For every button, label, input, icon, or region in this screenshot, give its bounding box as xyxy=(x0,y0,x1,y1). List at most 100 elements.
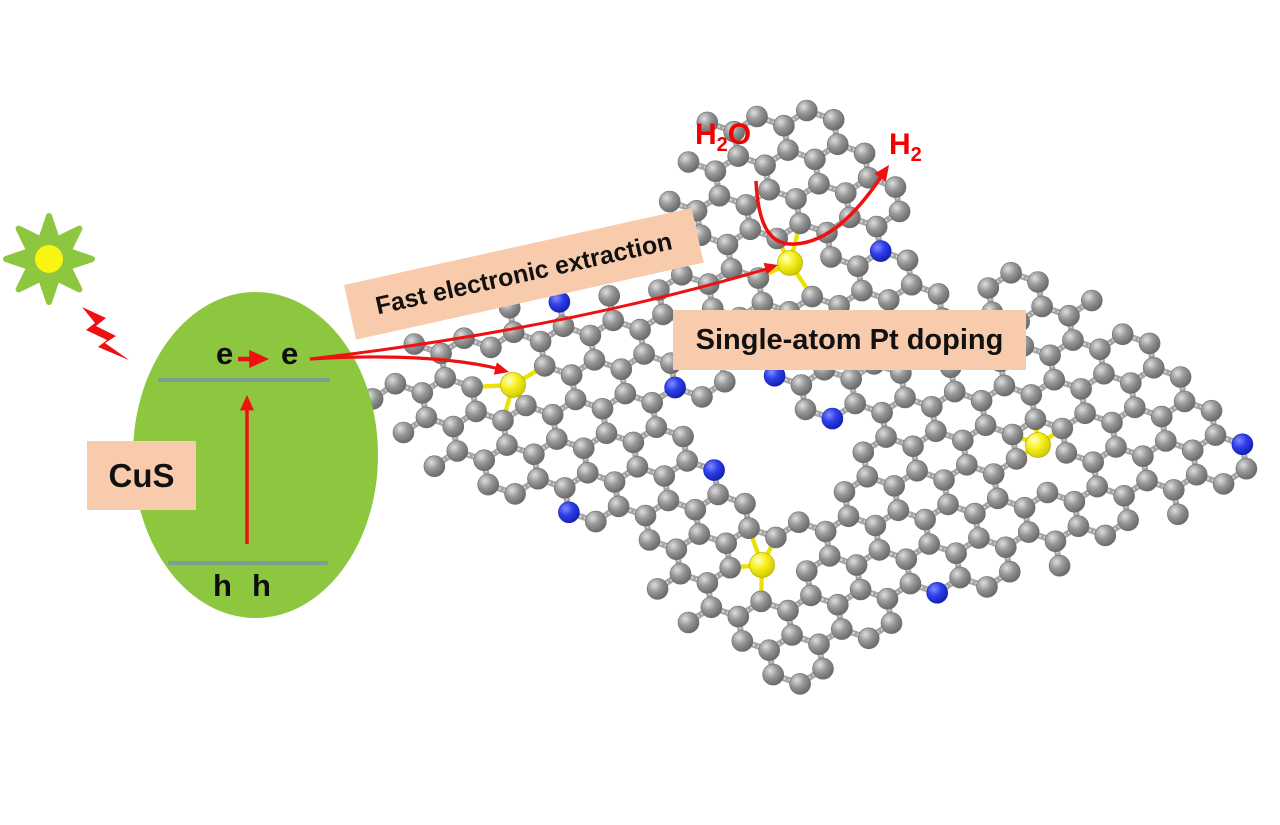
carbon-atom xyxy=(852,441,875,464)
carbon-atom xyxy=(1136,469,1158,492)
carbon-atom xyxy=(804,148,826,171)
carbon-atom xyxy=(918,533,941,555)
carbon-atom xyxy=(781,624,803,646)
carbon-atom xyxy=(844,392,867,415)
carbon-atom xyxy=(1044,530,1067,553)
carbon-atom xyxy=(1181,439,1204,462)
carbon-atom xyxy=(920,395,943,418)
carbon-atom xyxy=(434,366,457,389)
carbon-atom xyxy=(629,318,651,341)
carbon-atom xyxy=(906,459,928,482)
carbon-atom xyxy=(564,388,587,411)
carbon-atom xyxy=(1235,457,1258,480)
carbon-atom xyxy=(777,599,799,622)
carbon-atom xyxy=(1093,362,1115,385)
carbon-atom xyxy=(902,435,924,458)
carbon-atom xyxy=(1163,479,1185,501)
carbon-atom xyxy=(442,415,465,438)
carbon-atom xyxy=(552,315,575,338)
carbon-atom xyxy=(883,475,906,497)
carbon-atom xyxy=(833,481,856,503)
carbon-atom xyxy=(968,527,990,549)
carbon-atom xyxy=(492,409,514,432)
carbon-atom xyxy=(1200,399,1223,422)
carbon-atom xyxy=(1113,484,1135,507)
carbon-atom xyxy=(1055,442,1078,464)
carbon-atom xyxy=(964,502,986,525)
carbon-atom xyxy=(871,401,893,424)
carbon-atom xyxy=(665,538,688,561)
carbon-atom xyxy=(553,477,576,499)
carbon-atom xyxy=(849,578,872,601)
carbon-atom xyxy=(696,111,719,134)
carbon-atom xyxy=(974,414,997,437)
carbon-atom xyxy=(704,160,727,182)
carbon-atom xyxy=(900,273,923,296)
carbon-atom xyxy=(754,154,776,177)
carbon-atom xyxy=(1094,524,1117,547)
carbon-atom xyxy=(787,511,810,534)
pt-doping-label: Single-atom Pt doping xyxy=(673,310,1026,370)
carbon-atom xyxy=(884,176,907,198)
nitrogen-atom xyxy=(926,581,949,604)
carbon-atom xyxy=(875,426,897,448)
carbon-atom xyxy=(735,194,758,216)
carbon-atom xyxy=(461,376,483,398)
h2-label: H2 xyxy=(889,130,922,166)
nitrogen-atom xyxy=(664,376,686,399)
carbon-atom xyxy=(602,309,625,332)
nitrogen-atom xyxy=(869,240,892,262)
carbon-atom xyxy=(856,465,879,488)
carbon-atom xyxy=(826,133,849,155)
carbon-atom xyxy=(857,167,880,189)
carbon-atom xyxy=(591,397,614,420)
carbon-atom xyxy=(641,391,664,414)
carbon-atom xyxy=(826,593,849,616)
carbon-atom xyxy=(583,349,606,371)
carbon-atom xyxy=(1185,463,1208,486)
carbon-atom xyxy=(1036,481,1059,504)
carbon-atom xyxy=(834,182,857,204)
nitrogen-atom xyxy=(1231,433,1254,456)
carbon-atom xyxy=(734,492,756,515)
pt-atom xyxy=(1025,432,1051,458)
carbon-atom xyxy=(727,145,750,167)
carbon-atom xyxy=(758,178,781,201)
carbon-atom xyxy=(765,526,787,549)
carbon-atom xyxy=(707,483,729,506)
carbon-atom xyxy=(986,487,1009,510)
carbon-atom xyxy=(943,380,966,403)
h2-subscript: 2 xyxy=(910,144,922,166)
carbon-atom xyxy=(657,489,680,512)
carbon-atom xyxy=(648,279,670,301)
carbon-atom xyxy=(746,105,768,128)
carbon-atom xyxy=(1155,430,1177,452)
carbon-atom xyxy=(977,277,1000,299)
carbon-atom xyxy=(750,590,772,613)
carbon-atom xyxy=(794,398,817,421)
carbon-atom xyxy=(638,529,661,551)
carbon-atom xyxy=(731,630,754,652)
carbon-atom xyxy=(576,461,599,484)
carbon-atom xyxy=(672,425,694,448)
carbon-atom xyxy=(560,364,583,386)
carbon-atom xyxy=(1062,329,1084,351)
carbon-atom xyxy=(453,327,475,350)
carbon-atom xyxy=(652,303,674,326)
carbon-atom xyxy=(392,421,415,444)
carbon-atom xyxy=(603,471,626,493)
carbon-atom xyxy=(658,190,681,213)
carbon-atom xyxy=(994,536,1017,559)
carbon-atom xyxy=(697,273,720,295)
carbon-atom xyxy=(982,463,1005,485)
carbon-atom xyxy=(773,114,795,137)
carbon-atom xyxy=(610,358,633,381)
carbon-atom xyxy=(1124,396,1146,419)
carbon-atom xyxy=(998,560,1021,583)
carbon-atom xyxy=(645,416,668,439)
carbon-atom xyxy=(477,473,500,496)
nitrogen-atom xyxy=(558,501,580,524)
carbon-atom xyxy=(1031,295,1053,318)
carbon-atom xyxy=(579,324,602,347)
carbon-atom xyxy=(541,403,564,426)
